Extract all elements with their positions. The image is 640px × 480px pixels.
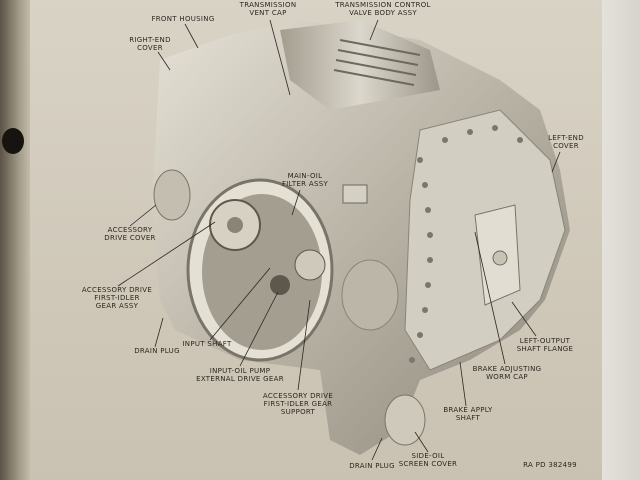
binder-hole (2, 128, 24, 154)
label-line: BRAKE APPLY (443, 406, 493, 414)
label-line: MAIN-OIL (287, 172, 323, 180)
label-line: SHAFT FLANGE (516, 345, 574, 353)
label-line: SCREEN COVER (398, 460, 458, 468)
label-line: TRANSMISSION CONTROL (335, 1, 431, 9)
label-line: LEFT-OUTPUT (519, 337, 571, 345)
label-line: BRAKE ADJUSTING (472, 365, 542, 373)
label-line: TRANSMISSION (239, 1, 297, 9)
valve-body-fins (333, 39, 421, 86)
label-line: COVER (137, 44, 163, 52)
binder-edge (0, 0, 34, 480)
label-line: VALVE BODY ASSY (349, 9, 417, 17)
label-line: RIGHT-END (129, 36, 171, 44)
input-shaft (270, 275, 290, 295)
label-line: FIRST-IDLER GEAR (263, 400, 333, 408)
idler-gear (294, 249, 326, 281)
label-line: FIRST-IDLER (94, 294, 140, 302)
gear-hub (227, 217, 243, 233)
label-line: WORM CAP (486, 373, 528, 381)
label-line: FILTER ASSY (281, 180, 329, 188)
label-line: GEAR ASSY (95, 302, 139, 310)
label-drain-plug-left: DRAIN PLUG (134, 347, 180, 355)
label-line: COVER (553, 142, 579, 150)
label-input-shaft: INPUT SHAFT (182, 340, 232, 348)
label-line: ACCESSORY DRIVE (81, 286, 153, 294)
label-line: DRIVE COVER (104, 234, 156, 242)
label-front-housing: FRONT HOUSING (151, 15, 215, 23)
leader-lines (117, 19, 561, 461)
page-margin (602, 0, 640, 480)
label-line: ACCESSORY (107, 226, 153, 234)
label-line: SHAFT (455, 414, 481, 422)
label-line: SIDE-OIL (411, 452, 445, 460)
main-oil-filter (342, 184, 368, 204)
label-line: VENT CAP (249, 9, 287, 17)
figure-id: RA PD 382499 (523, 461, 577, 469)
label-line: EXTERNAL DRIVE GEAR (196, 375, 284, 383)
label-line: ACCESSORY DRIVE (262, 392, 334, 400)
label-line: INPUT-OIL PUMP (209, 367, 271, 375)
side-plate-hub (492, 250, 508, 266)
label-line: LEFT-END (548, 134, 584, 142)
bolt-row (409, 125, 523, 363)
side-boss (341, 259, 399, 331)
accessory-drive-cover (153, 169, 191, 221)
label-drain-plug-bottom: DRAIN PLUG (349, 462, 395, 470)
label-line: SUPPORT (280, 408, 316, 416)
